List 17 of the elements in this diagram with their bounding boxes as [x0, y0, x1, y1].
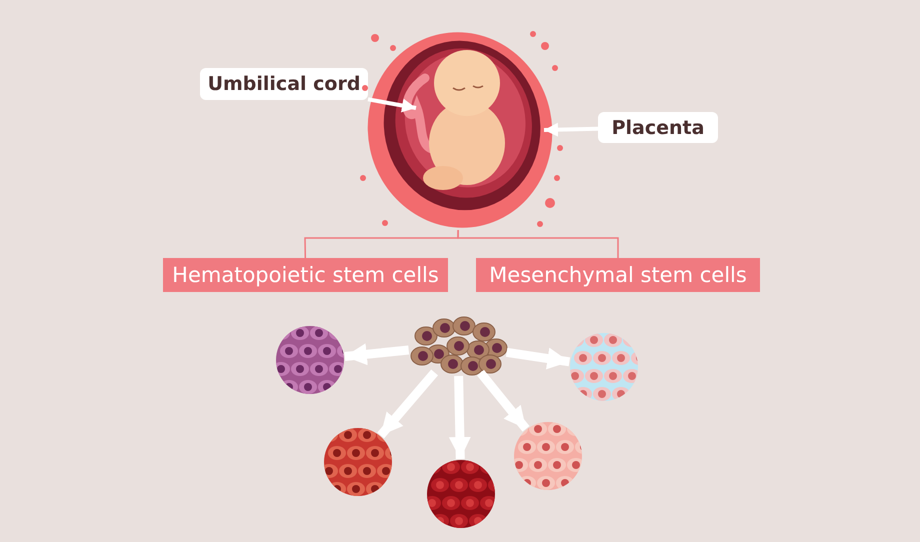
arrow	[344, 343, 410, 366]
arrow	[377, 369, 438, 438]
arrow	[477, 370, 530, 432]
category-banner: Mesenchymal stem cells	[476, 258, 760, 292]
leader-arrow	[544, 122, 598, 137]
arrow	[448, 376, 471, 460]
cell-circle-drawing	[569, 332, 639, 402]
cell-circle-drawing	[513, 421, 583, 491]
callout-label: Placenta	[598, 112, 718, 143]
category-banner: Hematopoietic stem cells	[163, 258, 448, 292]
cell-circle-drawing	[426, 459, 496, 529]
connector-line	[457, 230, 619, 258]
arrow	[506, 348, 570, 370]
cell-cluster-drawing	[408, 314, 508, 376]
cell-circle-drawing	[275, 325, 345, 395]
cell-circle-drawing	[323, 427, 393, 497]
callout-label: Umbilical cord	[200, 68, 368, 100]
